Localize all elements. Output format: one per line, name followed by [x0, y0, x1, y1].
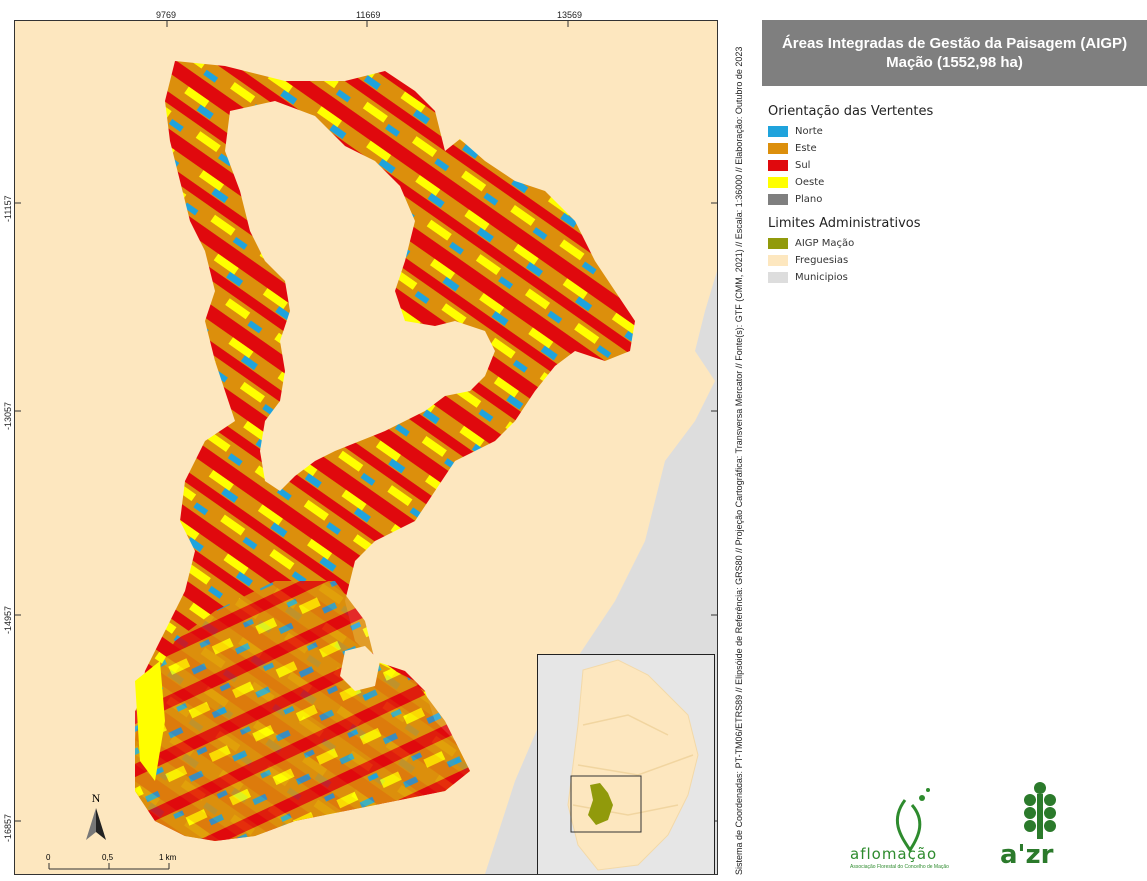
scale-bar: 0 0,5 1 km [41, 853, 181, 870]
legend-aspect-item: Oeste [768, 174, 933, 191]
scale-label-0: 0 [46, 853, 51, 862]
legend-aspect-swatch [768, 143, 788, 154]
aspect-map[interactable] [15, 21, 717, 874]
legend-aspect-title: Orientação das Vertentes [768, 104, 934, 119]
legend-admin-swatch [768, 255, 788, 266]
legend-aspect-label: Este [795, 143, 817, 154]
logo-graphics [895, 782, 1056, 853]
inset-svg [538, 655, 714, 874]
legend-admin-label: Freguesias [795, 255, 849, 266]
legend-aspect-item: Norte [768, 123, 933, 140]
legend-admin-swatch [768, 272, 788, 283]
legend-admin-swatch [768, 238, 788, 249]
legend-aspect-label: Plano [795, 194, 823, 205]
legend-admin-label: Municipios [795, 272, 848, 283]
legend-admin-title: Limites Administrativos [768, 216, 921, 231]
legend-admin-item: AIGP Mação [768, 235, 933, 252]
legend-aspect-label: Norte [795, 126, 823, 137]
grid-label-left-2: -13057 [3, 401, 13, 430]
azr-logo-text: a'zr [1000, 840, 1054, 870]
legend-aspect-swatch [768, 177, 788, 188]
grid-label-top-3: 13569 [557, 10, 583, 20]
map-credits: Sistema de Coordenadas: PT-TM06/ETRS89 /… [734, 46, 744, 875]
grid-label-left-4: -16857 [3, 813, 13, 842]
legend-aspect-swatch [768, 126, 788, 137]
legend-aspect-item: Este [768, 140, 933, 157]
legend-aspect-label: Oeste [795, 177, 825, 188]
grid-label-top-1: 9769 [156, 10, 177, 20]
legend-admin-item: Freguesias [768, 252, 933, 269]
aigp-aspect-area [135, 61, 635, 841]
legend-admin-item: Municipios [768, 269, 933, 286]
grid-label-top-2: 11669 [356, 10, 381, 20]
grid-label-left-3: -14957 [3, 605, 13, 634]
map-title-box: Áreas Integradas de Gestão da Paisagem (… [762, 20, 1147, 86]
excluded-patch [340, 646, 380, 691]
grid-label-left-1: -11157 [3, 195, 13, 222]
inset-locator-map [537, 654, 715, 874]
map-subtitle: Mação (1552,98 ha) [886, 54, 1023, 71]
north-arrow-icon [86, 808, 106, 840]
scale-bar-graphic [48, 863, 170, 870]
excluded-area [225, 101, 495, 491]
aflomacao-logo-subtitle: Associação Florestal do Concelho de Maçã… [850, 864, 949, 870]
aflomacao-logo-text: aflomação [850, 845, 938, 863]
legend-admin-label: AIGP Mação [795, 238, 855, 249]
legend-aspect-item: Sul [768, 157, 933, 174]
map-title: Áreas Integradas de Gestão da Paisagem (… [781, 35, 1128, 52]
scale-label-1km: 1 km [159, 853, 177, 862]
legend-aspect-swatch [768, 194, 788, 205]
legend-aspect-swatch [768, 160, 788, 171]
legend-aspect-item: Plano [768, 191, 933, 208]
north-arrow: N [84, 791, 108, 846]
map-frame[interactable]: N 0 0,5 1 km [14, 20, 718, 875]
legend-aspect-label: Sul [795, 160, 811, 171]
logos: aflomação Associação Florestal do Concel… [850, 780, 1090, 875]
north-label: N [91, 791, 101, 805]
scale-label-05: 0,5 [102, 853, 114, 862]
